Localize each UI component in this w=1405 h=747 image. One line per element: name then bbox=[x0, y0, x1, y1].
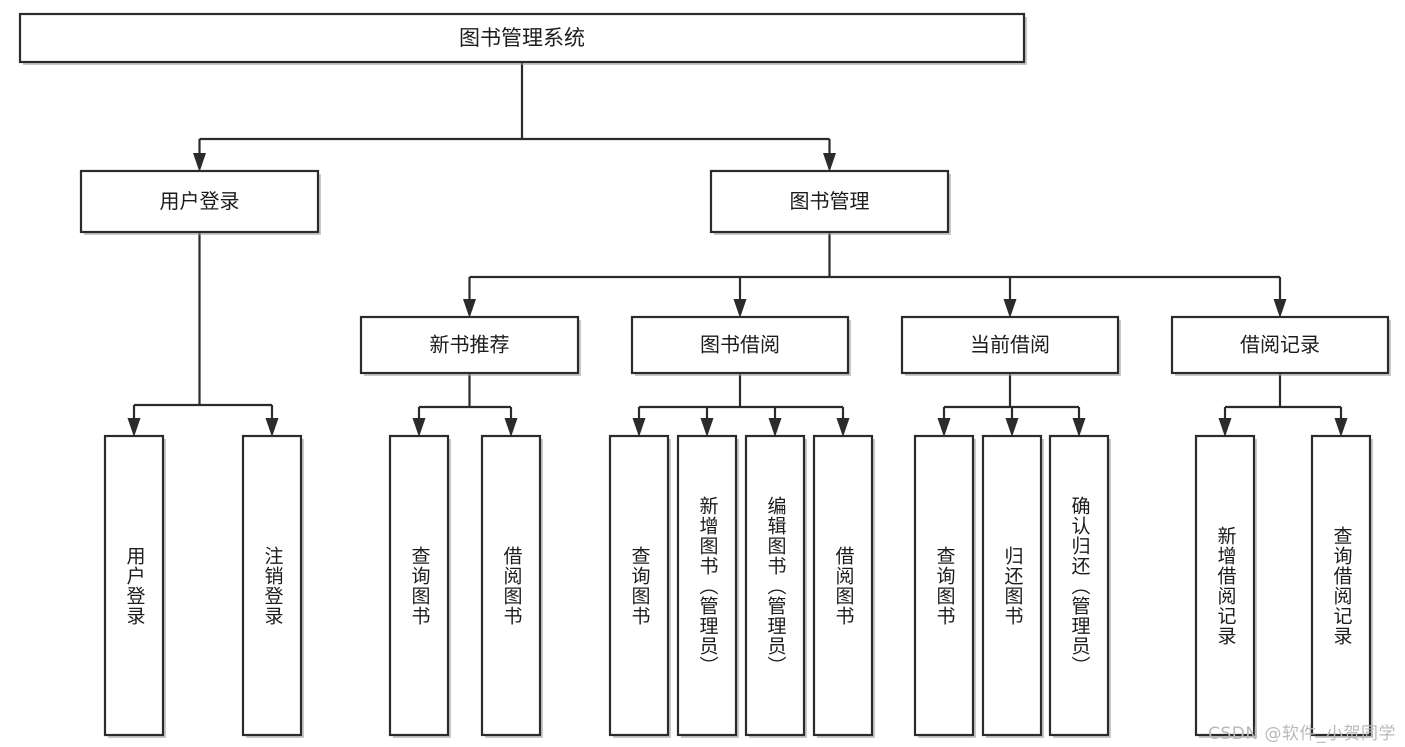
node-box-leaf-borrow-book[interactable] bbox=[812, 434, 874, 737]
node-box-current-borrow[interactable] bbox=[900, 315, 1120, 375]
node-label-borrow-record: 借阅记录 bbox=[1240, 333, 1320, 357]
node-box-new-book-recommend[interactable] bbox=[359, 315, 580, 375]
arrow-head-icon bbox=[823, 153, 836, 172]
node-box-leaf-add-book[interactable] bbox=[676, 434, 738, 737]
arrow-head-icon bbox=[1072, 418, 1086, 437]
node-box-root[interactable] bbox=[18, 12, 1026, 64]
arrow-head-icon bbox=[733, 299, 747, 318]
connector-group-current-borrow bbox=[937, 373, 1086, 437]
node-box-user-login[interactable] bbox=[79, 169, 320, 234]
node-box-book-manage[interactable] bbox=[709, 169, 950, 234]
connector-group-book-borrow bbox=[632, 373, 850, 437]
arrow-head-icon bbox=[265, 418, 279, 437]
node-label-user-login: 用户登录 bbox=[160, 189, 240, 213]
node-label-book-manage: 图书管理 bbox=[790, 189, 870, 213]
connector-group-root bbox=[193, 62, 836, 172]
node-box-leaf-query-borrow-record[interactable] bbox=[1310, 434, 1372, 737]
arrow-head-icon bbox=[127, 418, 141, 437]
node-box-leaf-user-login[interactable] bbox=[103, 434, 165, 737]
node-box-leaf-add-borrow-record[interactable] bbox=[1194, 434, 1256, 737]
node-box-leaf-edit-book[interactable] bbox=[744, 434, 806, 737]
node-box-leaf-return-book[interactable] bbox=[981, 434, 1043, 737]
arrow-head-icon bbox=[836, 418, 850, 437]
arrow-head-icon bbox=[1005, 418, 1019, 437]
arrow-head-icon bbox=[768, 418, 782, 437]
connector-group-new-book-recommend bbox=[412, 373, 518, 437]
connector-layer bbox=[127, 62, 1348, 437]
node-box-leaf-query-book-recommend[interactable] bbox=[388, 434, 450, 737]
connector-group-user-login bbox=[127, 232, 279, 437]
arrow-head-icon bbox=[412, 418, 426, 437]
node-label-new-book-recommend: 新书推荐 bbox=[430, 333, 510, 357]
node-box-leaf-query-book-current[interactable] bbox=[913, 434, 975, 737]
box-layer bbox=[18, 12, 1391, 738]
arrow-head-icon bbox=[937, 418, 951, 437]
arrow-head-icon bbox=[1334, 418, 1348, 437]
arrow-head-icon bbox=[463, 299, 476, 318]
node-box-leaf-query-book-borrow[interactable] bbox=[608, 434, 670, 737]
node-label-root: 图书管理系统 bbox=[459, 26, 585, 50]
connector-group-book-manage bbox=[463, 232, 1287, 318]
node-box-leaf-logout[interactable] bbox=[241, 434, 303, 737]
node-box-book-borrow[interactable] bbox=[630, 315, 850, 375]
arrow-head-icon bbox=[193, 153, 206, 172]
node-label-book-borrow: 图书借阅 bbox=[700, 333, 780, 357]
csdn-watermark: CSDN @软件_小贺同学 bbox=[1208, 724, 1396, 744]
arrow-head-icon bbox=[632, 418, 646, 437]
node-box-borrow-record[interactable] bbox=[1170, 315, 1390, 375]
arrow-head-icon bbox=[504, 418, 518, 437]
node-label-current-borrow: 当前借阅 bbox=[970, 333, 1050, 357]
arrow-head-icon bbox=[1003, 299, 1017, 318]
arrow-head-icon bbox=[700, 418, 714, 437]
arrow-head-icon bbox=[1273, 299, 1287, 318]
arrow-head-icon bbox=[1218, 418, 1232, 437]
node-box-leaf-confirm-return[interactable] bbox=[1048, 434, 1110, 737]
connector-group-borrow-record bbox=[1218, 373, 1348, 437]
node-box-leaf-borrow-book-recommend[interactable] bbox=[480, 434, 542, 737]
